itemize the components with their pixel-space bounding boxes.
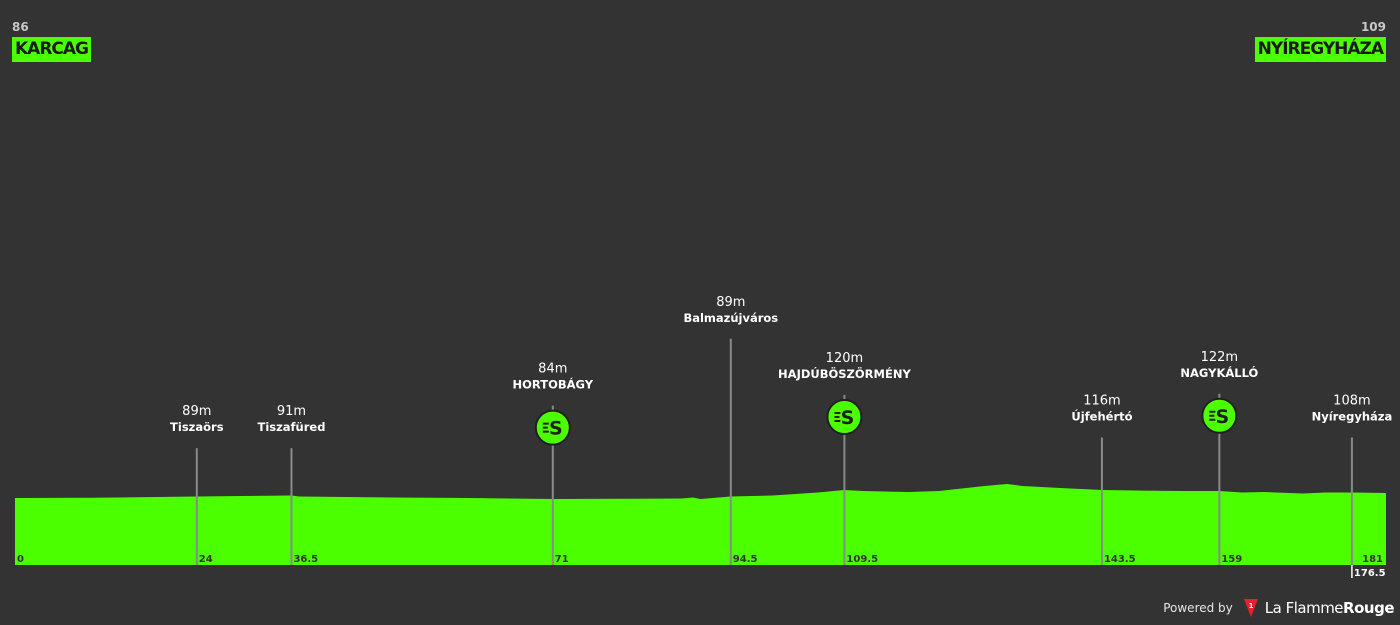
waypoint-name: Balmazújváros <box>683 311 778 325</box>
start-location: 86 KARCAG <box>12 20 92 62</box>
sprint-letter-icon: S <box>1216 406 1230 428</box>
finish-location: 109 NYÍREGYHÁZA <box>1254 20 1386 62</box>
km-label: 143.5 <box>1104 554 1136 565</box>
waypoint-name: NAGYKÁLLÓ <box>1180 365 1258 380</box>
waypoint-name: HAJDÚBÖSZÖRMÉNY <box>778 366 911 381</box>
waypoint-elevation: 116m <box>1083 394 1120 409</box>
brand-name-bold: Rouge <box>1343 599 1394 617</box>
waypoint-elevation: 122m <box>1201 350 1238 365</box>
flamme-rouge-logo-icon: 1 <box>1243 599 1258 617</box>
powered-by-footer: Powered by 1 La FlammeRouge <box>1163 598 1394 618</box>
start-name: KARCAG <box>12 37 92 62</box>
sprint-letter-icon: S <box>549 418 563 440</box>
km-label: 24 <box>199 554 213 565</box>
km-label: 71 <box>555 554 569 565</box>
waypoint-name: Nyíregyháza <box>1312 410 1393 424</box>
axis-label-end: 181 <box>1362 554 1383 565</box>
start-altitude: 86 <box>12 20 29 34</box>
waypoint-name: Tiszafüred <box>257 420 325 434</box>
powered-by-text: Powered by <box>1163 601 1233 615</box>
sprint-icon <box>826 399 863 435</box>
km-label: 36.5 <box>293 554 318 565</box>
sprint-speed-lines-icon <box>834 412 841 422</box>
km-label: 94.5 <box>733 554 758 565</box>
sprint-speed-lines-icon <box>1209 410 1216 421</box>
km-label: 176.5 <box>1354 568 1386 579</box>
svg-text:1: 1 <box>1248 602 1253 610</box>
waypoint-elevation: 89m <box>716 295 745 310</box>
waypoint-elevation: 84m <box>538 362 567 377</box>
sprint-icon <box>1201 397 1238 434</box>
elevation-area <box>15 484 1386 565</box>
waypoint-elevation: 91m <box>277 404 306 419</box>
waypoint-elevation: 108m <box>1333 394 1370 409</box>
waypoint-elevation: 120m <box>826 351 863 366</box>
waypoint-name: Újfehértó <box>1071 409 1132 424</box>
sprint-letter-icon: S <box>841 407 855 429</box>
finish-name: NYÍREGYHÁZA <box>1254 37 1386 62</box>
waypoint-elevation: 89m <box>182 404 211 419</box>
km-label: 109.5 <box>846 554 878 565</box>
axis-label-start: 0 <box>17 554 24 565</box>
sprint-icon <box>534 409 571 446</box>
sprint-speed-lines-icon <box>542 422 549 433</box>
km-label: 159 <box>1221 554 1242 565</box>
waypoint-name: Tiszaörs <box>170 420 224 434</box>
finish-altitude: 109 <box>1360 20 1386 34</box>
brand-name: La FlammeRouge <box>1264 599 1395 617</box>
waypoint-name: HORTOBÁGY <box>513 377 594 392</box>
brand-name-light: La Flamme <box>1264 599 1344 617</box>
